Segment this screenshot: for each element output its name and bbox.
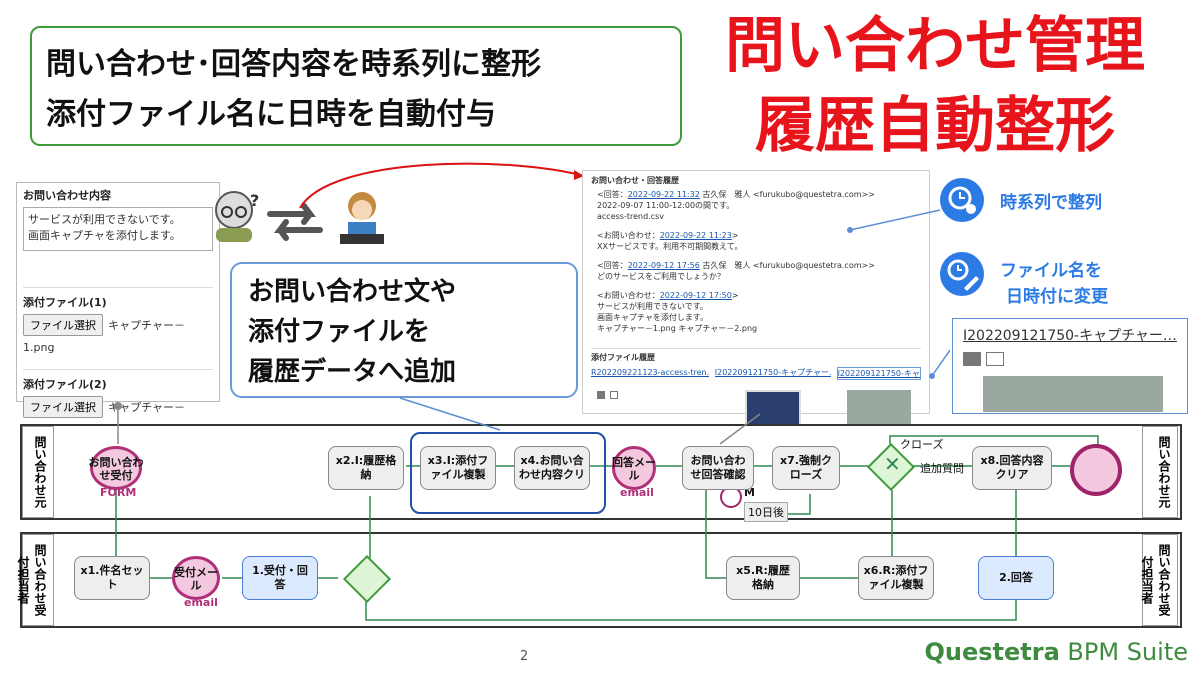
entry4-line2: サービスが利用できないです。 bbox=[597, 302, 708, 311]
inquiry-section-label: お問い合わせ内容 bbox=[23, 189, 111, 202]
receipt-mail-event[interactable] bbox=[172, 556, 220, 600]
file-b-thumb bbox=[715, 384, 831, 430]
inquiry-text-line2: 画面キャプチャを添付します。 bbox=[28, 229, 181, 242]
headline-line2: 添付ファイル名に日時を自動付与 bbox=[46, 97, 496, 132]
entry1-line3: access-trend.csv bbox=[597, 212, 665, 221]
inquiry-text-line1: サービスが利用できないです。 bbox=[28, 213, 181, 226]
clock-gear-icon bbox=[940, 178, 984, 222]
page-number: 2 bbox=[520, 649, 529, 664]
inquiry-form-panel: お問い合わせ内容 サービスが利用できないです。 画面キャプチャを添付します。 添… bbox=[16, 182, 220, 436]
start-form-label: お問い合わせ受付 bbox=[88, 456, 144, 482]
followup-flow-label: 追加質問 bbox=[920, 462, 964, 475]
file1-select-button[interactable]: ファイル選択 bbox=[23, 314, 103, 336]
task-x6[interactable]: x6.R:添付ファイル複製 bbox=[858, 556, 934, 600]
start-event-form[interactable] bbox=[90, 446, 142, 490]
task-confirm[interactable]: お問い合わせ回答確認 bbox=[682, 446, 754, 490]
email-tag-2: email bbox=[184, 596, 218, 609]
receipt-mail-label: 受付メール bbox=[174, 566, 218, 592]
clock-pencil-icon bbox=[940, 252, 984, 296]
file-link-a[interactable]: R202209221123-access-tren… bbox=[591, 368, 709, 377]
task-x5[interactable]: x5.R:履歴格納 bbox=[726, 556, 800, 600]
task-x8[interactable]: x8.回答内容クリア bbox=[972, 446, 1052, 490]
feature-rename-line1: ファイル名を bbox=[1000, 261, 1102, 281]
inquiry-textarea[interactable]: サービスが利用できないです。 画面キャプチャを添付します。 bbox=[23, 207, 213, 251]
entry4-line3: 画面キャプチャを添付します。 bbox=[597, 313, 709, 322]
gateway-x-icon: ✕ bbox=[884, 452, 901, 476]
history-panel: お問い合わせ・回答履歴 <回答：2022-09-22 11:32 古久保 雅人 … bbox=[582, 170, 930, 430]
close-flow-label: クローズ bbox=[900, 438, 944, 451]
task-x7[interactable]: x7.強制クローズ bbox=[772, 446, 840, 490]
customer-avatar-icon: ? bbox=[210, 188, 260, 244]
zoom-download-icon[interactable] bbox=[963, 352, 981, 366]
entry1-header: <回答：2022-09-22 11:32 古久保 雅人 <furukubo@qu… bbox=[597, 190, 875, 199]
headline-box: 問い合わせ･回答内容を時系列に整形 添付ファイル名に日時を自動付与 bbox=[30, 26, 682, 146]
task-1-receive-answer[interactable]: 1.受付・回答 bbox=[242, 556, 318, 600]
callout-line3: 履歴データへ追加 bbox=[248, 357, 457, 387]
files-history-title: 添付ファイル履歴 bbox=[591, 353, 655, 362]
entry4-line4: キャプチャー－1.png キャプチャー－2.png bbox=[597, 324, 758, 333]
screenshot-thumbnail-2[interactable] bbox=[846, 390, 911, 430]
file-c-thumb bbox=[837, 384, 921, 430]
task-x4[interactable]: x4.お問い合わせ内容クリ bbox=[514, 446, 590, 490]
main-title-line2: 履歴自動整形 bbox=[755, 91, 1115, 161]
zoom-thumbnail bbox=[983, 376, 1163, 412]
operator-avatar-icon bbox=[334, 188, 390, 246]
lane2-title: 問い合わせ受付担当者 bbox=[16, 534, 54, 626]
swap-arrows-icon bbox=[264, 200, 326, 244]
callout-box: お問い合わせ文や 添付ファイルを 履歴データへ追加 bbox=[230, 262, 578, 398]
task-2-answer[interactable]: 2.回答 bbox=[978, 556, 1054, 600]
entry3-line2: どのサービスをご利用でしょうか？ bbox=[597, 272, 725, 281]
entry4-header: <お問い合わせ：2022-09-12 17:50> bbox=[597, 291, 739, 300]
file1-name: キャプチャー－1.png bbox=[23, 319, 185, 354]
svg-text:?: ? bbox=[250, 191, 259, 210]
task-x2[interactable]: x2.I:履歴格納 bbox=[328, 446, 404, 490]
callout-line2: 添付ファイルを bbox=[248, 317, 431, 347]
file-a-actions bbox=[591, 384, 709, 399]
zoom-file-panel: I202209121750-キャプチャー… bbox=[952, 318, 1188, 414]
red-flow-arrow bbox=[299, 162, 585, 209]
feature-sort-label: 時系列で整列 bbox=[1000, 193, 1102, 213]
entry2-header: <お問い合わせ：2022-09-22 11:23> bbox=[597, 231, 739, 240]
file-link-b[interactable]: I202209121750-キャプチャー… bbox=[714, 368, 831, 377]
task-x3[interactable]: x3.I:添付ファイル複製 bbox=[420, 446, 496, 490]
file2-select-button[interactable]: ファイル選択 bbox=[23, 396, 103, 418]
entry3-header: <回答：2022-09-12 17:56 古久保 雅人 <furukubo@qu… bbox=[597, 261, 875, 270]
preview-icon[interactable] bbox=[610, 391, 619, 399]
brand-rest: BPM Suite bbox=[1059, 638, 1188, 666]
zoom-file-name[interactable]: I202209121750-キャプチャー… bbox=[963, 328, 1177, 344]
file2-label: 添付ファイル(2) bbox=[23, 378, 107, 391]
file-link-c[interactable]: I202209121750-キャプチ bbox=[836, 367, 921, 380]
blue-connector-lines bbox=[847, 209, 950, 379]
task-x1[interactable]: x1.件名セット bbox=[74, 556, 150, 600]
entry1-line2: 2022-09-07 11:00-12:00の間です。 bbox=[597, 201, 735, 210]
reply-mail-event[interactable] bbox=[612, 446, 656, 490]
brand-bold: Questetra bbox=[924, 638, 1060, 666]
screenshot-thumbnail[interactable] bbox=[744, 390, 801, 430]
download-icon[interactable] bbox=[597, 391, 605, 399]
connector-dot-form bbox=[114, 402, 122, 410]
reply-mail-label: 回答メール bbox=[612, 456, 656, 482]
lane1-title: 問い合わせ元 bbox=[22, 426, 54, 518]
brand-logo: Questetra BPM Suite bbox=[924, 638, 1188, 666]
highlight-group bbox=[410, 432, 606, 514]
entry2-line2: XXサービスです。利用不可期間教えて。 bbox=[597, 242, 743, 251]
email-tag-1: email bbox=[620, 486, 654, 499]
lane2-title-right: 問い合わせ受付担当者 bbox=[1140, 534, 1178, 626]
history-title: お問い合わせ・回答履歴 bbox=[591, 176, 679, 185]
main-title-line1: 問い合わせ管理 bbox=[725, 11, 1145, 81]
timer-label: 10日後 bbox=[744, 502, 788, 522]
callout-line1: お問い合わせ文や bbox=[248, 277, 457, 307]
feature-rename-line2: 日時付に変更 bbox=[1006, 287, 1108, 307]
headline-line1: 問い合わせ･回答内容を時系列に整形 bbox=[46, 47, 541, 82]
end-event[interactable] bbox=[1070, 444, 1122, 496]
timer-m-label: M bbox=[744, 486, 755, 499]
file1-label: 添付ファイル(1) bbox=[23, 296, 107, 309]
zoom-preview-icon[interactable] bbox=[986, 352, 1005, 366]
lane1-title-right: 問い合わせ元 bbox=[1142, 426, 1178, 518]
form-tag: FORM bbox=[100, 486, 137, 499]
